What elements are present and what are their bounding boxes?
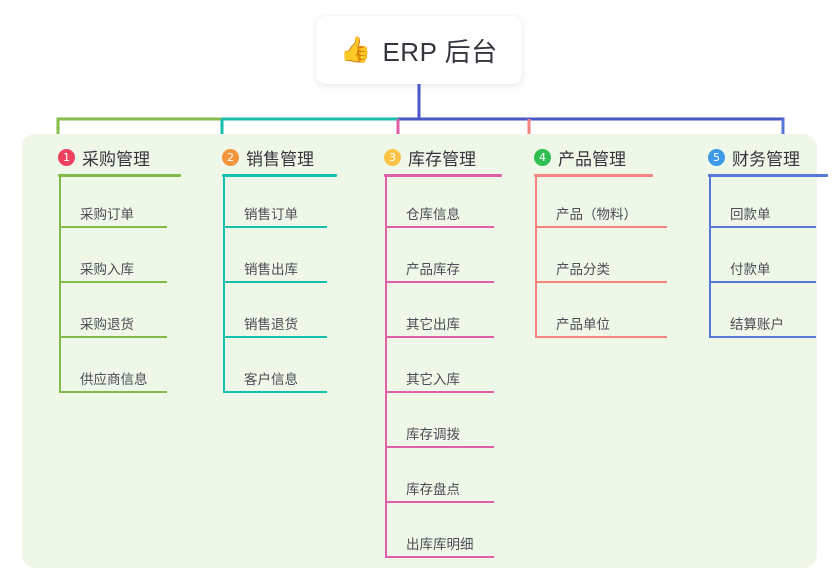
leaf-rule <box>59 281 167 283</box>
leaf-item[interactable]: 销售退货 <box>223 306 327 338</box>
column-title-4: 产品管理 <box>558 150 626 169</box>
leaf-label: 产品（物料） <box>556 207 637 222</box>
column-header-2[interactable]: 2 销售管理 <box>222 145 314 170</box>
leaf-label: 销售订单 <box>244 207 298 222</box>
column-title-5: 财务管理 <box>732 150 800 169</box>
leaf-label: 产品分类 <box>556 262 610 277</box>
column-badge-2: 2 <box>222 149 239 166</box>
leaf-rule <box>535 281 667 283</box>
column-badge-4: 4 <box>534 149 551 166</box>
leaf-label: 其它出库 <box>406 317 460 332</box>
column-header-3[interactable]: 3 库存管理 <box>384 145 476 170</box>
leaf-rule <box>385 501 494 503</box>
leaf-rule <box>385 281 494 283</box>
leaf-label: 产品单位 <box>556 317 610 332</box>
leaf-label: 库存调拨 <box>406 427 460 442</box>
leaf-item[interactable]: 产品单位 <box>535 306 667 338</box>
leaf-label: 产品库存 <box>406 262 460 277</box>
leaf-rule <box>59 336 167 338</box>
leaf-label: 采购入库 <box>80 262 134 277</box>
leaf-item[interactable]: 采购退货 <box>59 306 167 338</box>
leaf-item[interactable]: 产品分类 <box>535 251 667 283</box>
column-title-1: 采购管理 <box>82 150 150 169</box>
leaf-rule <box>223 281 327 283</box>
leaf-item[interactable]: 供应商信息 <box>59 361 167 393</box>
leaf-rule <box>385 336 494 338</box>
column-container: 1 采购管理采购订单采购入库采购退货供应商信息 2 销售管理销售订单销售出库销售退货客… <box>22 134 828 568</box>
column-header-4[interactable]: 4 产品管理 <box>534 145 626 170</box>
leaf-item[interactable]: 销售订单 <box>223 196 327 228</box>
column-badge-3: 3 <box>384 149 401 166</box>
column-header-5[interactable]: 5 财务管理 <box>708 145 800 170</box>
leaf-rule <box>709 281 816 283</box>
leaf-rule <box>59 391 167 393</box>
leaf-rule <box>385 446 494 448</box>
leaf-label: 结算账户 <box>730 317 784 332</box>
leaf-label: 销售退货 <box>244 317 298 332</box>
leaf-rule <box>385 556 494 558</box>
leaf-label: 库存盘点 <box>406 482 460 497</box>
leaf-item[interactable]: 库存调拨 <box>385 416 494 448</box>
leaf-item[interactable]: 采购订单 <box>59 196 167 228</box>
leaf-label: 采购订单 <box>80 207 134 222</box>
leaf-rule <box>385 226 494 228</box>
leaf-rule <box>223 391 327 393</box>
leaf-item[interactable]: 结算账户 <box>709 306 816 338</box>
column-rule-3 <box>384 174 502 177</box>
leaf-rule <box>385 391 494 393</box>
leaf-item[interactable]: 出库库明细 <box>385 526 494 558</box>
leaf-label: 供应商信息 <box>80 372 148 387</box>
leaf-item[interactable]: 付款单 <box>709 251 816 283</box>
column-rule-1 <box>58 174 181 177</box>
leaf-label: 仓库信息 <box>406 207 460 222</box>
leaf-rule <box>709 226 816 228</box>
column-badge-1: 1 <box>58 149 75 166</box>
column-rule-5 <box>708 174 828 177</box>
leaf-item[interactable]: 销售出库 <box>223 251 327 283</box>
leaf-item[interactable]: 客户信息 <box>223 361 327 393</box>
page-title: ERP 后台 <box>382 36 498 67</box>
column-rule-2 <box>222 174 337 177</box>
leaf-rule <box>535 226 667 228</box>
leaf-label: 销售出库 <box>244 262 298 277</box>
leaf-rule <box>223 336 327 338</box>
column-spine-1 <box>59 176 61 393</box>
leaf-label: 其它入库 <box>406 372 460 387</box>
column-spine-4 <box>535 176 537 338</box>
leaf-label: 客户信息 <box>244 372 298 387</box>
diagram-panel <box>22 134 817 568</box>
leaf-item[interactable]: 回款单 <box>709 196 816 228</box>
column-spine-5 <box>709 176 711 338</box>
leaf-item[interactable]: 其它入库 <box>385 361 494 393</box>
column-title-3: 库存管理 <box>408 150 476 169</box>
thumbs-up-icon: 👍 <box>340 35 372 64</box>
leaf-item[interactable]: 采购入库 <box>59 251 167 283</box>
leaf-label: 回款单 <box>730 207 771 222</box>
leaf-item[interactable]: 库存盘点 <box>385 471 494 503</box>
leaf-item[interactable]: 仓库信息 <box>385 196 494 228</box>
leaf-label: 出库库明细 <box>406 537 474 552</box>
leaf-rule <box>535 336 667 338</box>
leaf-rule <box>223 226 327 228</box>
root-title-card[interactable]: 👍 ERP 后台 <box>316 16 522 84</box>
column-spine-3 <box>385 176 387 558</box>
leaf-item[interactable]: 产品库存 <box>385 251 494 283</box>
column-spine-2 <box>223 176 225 393</box>
leaf-label: 采购退货 <box>80 317 134 332</box>
column-badge-5: 5 <box>708 149 725 166</box>
column-title-2: 销售管理 <box>246 150 314 169</box>
leaf-rule <box>59 226 167 228</box>
leaf-label: 付款单 <box>730 262 771 277</box>
column-rule-4 <box>534 174 653 177</box>
leaf-rule <box>709 336 816 338</box>
column-header-1[interactable]: 1 采购管理 <box>58 145 150 170</box>
leaf-item[interactable]: 其它出库 <box>385 306 494 338</box>
leaf-item[interactable]: 产品（物料） <box>535 196 667 228</box>
